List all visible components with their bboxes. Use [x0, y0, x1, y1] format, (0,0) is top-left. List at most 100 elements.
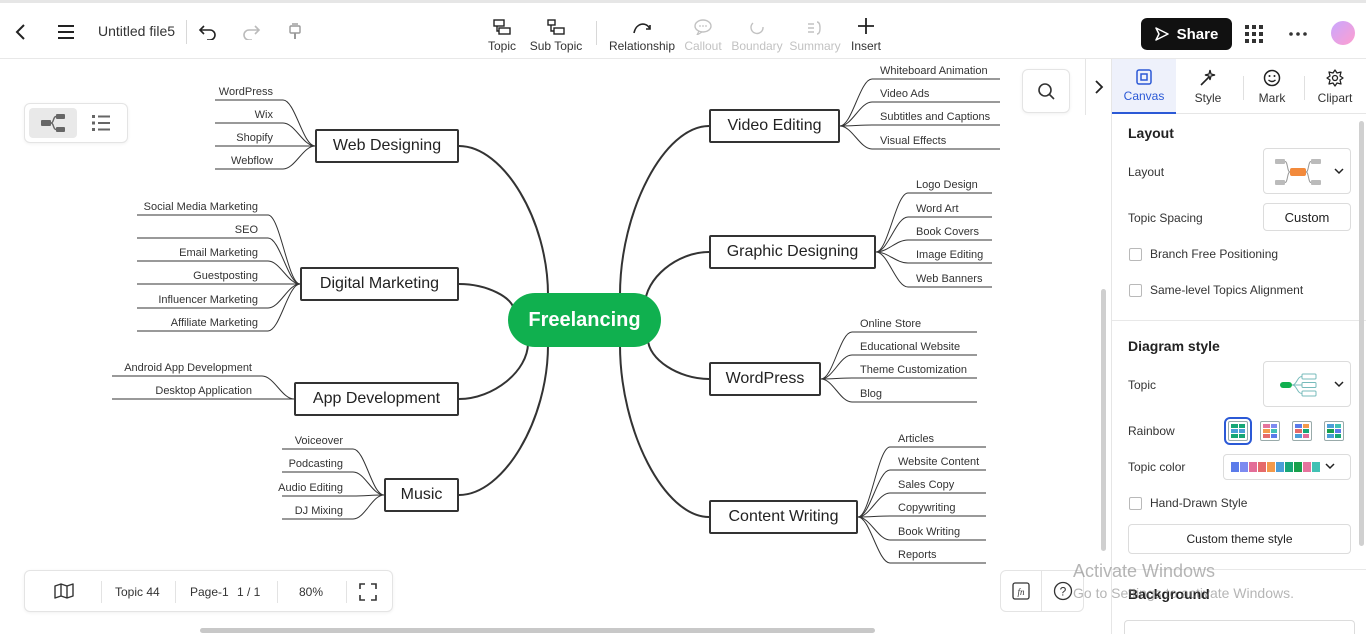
boundary-icon [749, 13, 765, 35]
connector-line [875, 192, 909, 253]
subtopic-item[interactable]: Copywriting [898, 502, 956, 514]
subtopic-item[interactable]: Video Ads [880, 88, 930, 100]
vertical-scrollbar[interactable] [1101, 289, 1106, 551]
right-main-topic[interactable]: Content Writing [709, 500, 858, 534]
topic-color-dropdown[interactable] [1223, 454, 1351, 480]
page-name[interactable]: Page-1 [190, 585, 229, 599]
rainbow-option[interactable] [1292, 421, 1312, 441]
custom-theme-button[interactable]: Custom theme style [1128, 524, 1351, 554]
tab-canvas[interactable]: Canvas [1112, 59, 1176, 114]
subtopic-item[interactable]: Guestposting [193, 270, 258, 282]
topic-spacing-button[interactable]: Custom [1263, 203, 1351, 231]
left-main-topic[interactable]: Music [384, 478, 459, 512]
mindmap-view-icon[interactable] [29, 108, 77, 138]
topic-style-dropdown[interactable] [1263, 361, 1351, 407]
subtopic-item[interactable]: Wix [254, 109, 273, 121]
subtopic-item[interactable]: DJ Mixing [294, 505, 343, 517]
help-icon[interactable]: ? [1042, 570, 1084, 612]
right-main-topic[interactable]: WordPress [709, 362, 821, 396]
boundary-tool[interactable]: Boundary [730, 13, 784, 53]
callout-tool[interactable]: Callout [683, 13, 723, 53]
right-main-topic[interactable]: Graphic Designing [709, 235, 876, 269]
subtopic-item[interactable]: Desktop Application [155, 385, 252, 397]
relationship-tool[interactable]: Relationship [607, 13, 677, 53]
subtopic-item[interactable]: Subtitles and Captions [880, 111, 991, 123]
horizontal-scrollbar[interactable] [200, 628, 875, 633]
subtopic-item[interactable]: Audio Editing [278, 482, 343, 494]
subtopic-item[interactable]: Podcasting [288, 458, 343, 470]
map-icon[interactable] [54, 583, 74, 602]
branch-free-checkbox[interactable] [1129, 248, 1142, 261]
center-topic[interactable]: Freelancing [508, 293, 661, 347]
tab-clipart[interactable]: Clipart [1303, 59, 1366, 114]
subtopic-item[interactable]: Book Writing [898, 526, 961, 538]
subtopic-tool[interactable]: Sub Topic [528, 13, 584, 53]
collapse-panel-button[interactable] [1085, 59, 1111, 115]
subtopic-item[interactable]: Educational Website [860, 341, 961, 353]
background-section-title: Background [1128, 586, 1210, 602]
subtopic-item[interactable]: Email Marketing [179, 247, 258, 259]
subtopic-item[interactable]: Visual Effects [880, 135, 947, 147]
subtopic-item[interactable]: Android App Development [124, 362, 252, 374]
subtopic-item[interactable]: Webflow [231, 155, 273, 167]
branch-free-label: Branch Free Positioning [1150, 247, 1279, 261]
subtopic-item[interactable]: Online Store [860, 318, 922, 330]
subtopic-item[interactable]: Website Content [898, 456, 980, 468]
same-level-checkbox[interactable] [1129, 284, 1142, 297]
avatar[interactable] [1331, 21, 1355, 45]
undo-icon[interactable] [193, 17, 223, 47]
format-painter-icon[interactable] [280, 17, 310, 47]
subtopic-item[interactable]: Logo Design [916, 179, 978, 191]
share-button[interactable]: Share [1141, 18, 1232, 50]
subtopic-item[interactable]: Articles [898, 433, 935, 445]
file-name[interactable]: Untitled file5 [98, 23, 176, 39]
outline-view-icon[interactable] [77, 108, 125, 138]
summary-tool[interactable]: Summary [788, 13, 842, 53]
left-main-topic[interactable]: Web Designing [315, 129, 459, 163]
subtopic-item[interactable]: Whiteboard Animation [880, 65, 988, 77]
subtopic-item[interactable]: Word Art [916, 203, 959, 215]
function-icon[interactable]: fn [1000, 570, 1042, 612]
rainbow-option[interactable] [1324, 421, 1344, 441]
subtopic-item[interactable]: WordPress [218, 86, 273, 98]
background-options[interactable] [1124, 620, 1355, 634]
subtopic-item[interactable]: Book Covers [916, 226, 979, 238]
connector-line [619, 344, 710, 518]
color-chip [1312, 462, 1320, 472]
chevron-down-icon [1334, 381, 1344, 388]
search-button[interactable] [1022, 69, 1070, 113]
apps-grid-icon[interactable] [1239, 19, 1269, 49]
rainbow-option[interactable] [1260, 421, 1280, 441]
redo-icon[interactable] [236, 17, 266, 47]
subtopic-item[interactable]: Theme Customization [860, 364, 967, 376]
subtopic-item[interactable]: Image Editing [916, 249, 984, 261]
subtopic-item[interactable]: Reports [898, 549, 937, 561]
subtopic-item[interactable]: Influencer Marketing [158, 294, 258, 306]
subtopic-item[interactable]: Sales Copy [898, 479, 955, 491]
topic-tool[interactable]: Topic [486, 13, 518, 53]
more-icon[interactable] [1283, 19, 1313, 49]
back-icon[interactable] [6, 17, 36, 47]
panel-scrollbar[interactable] [1359, 121, 1364, 546]
layout-dropdown[interactable] [1263, 148, 1351, 194]
hand-drawn-checkbox[interactable] [1129, 497, 1142, 510]
zoom-level[interactable]: 80% [299, 585, 324, 599]
fullscreen-icon[interactable] [359, 583, 377, 604]
menu-icon[interactable] [51, 17, 81, 47]
subtopic-item[interactable]: Shopify [236, 132, 273, 144]
subtopic-item[interactable]: Affiliate Marketing [170, 317, 258, 329]
tab-mark[interactable]: Mark [1240, 59, 1304, 114]
subtopic-item[interactable]: Social Media Marketing [143, 201, 258, 213]
subtopic-item[interactable]: Blog [860, 388, 883, 400]
left-main-topic[interactable]: Digital Marketing [300, 267, 459, 301]
right-main-topic[interactable]: Video Editing [709, 109, 840, 143]
insert-tool[interactable]: Insert [848, 13, 884, 53]
left-main-topic[interactable]: App Development [294, 382, 459, 416]
subtopic-item[interactable]: Voiceover [294, 435, 343, 447]
color-chip [1231, 462, 1239, 472]
tab-style[interactable]: Style [1176, 59, 1240, 114]
subtopic-item[interactable]: SEO [234, 224, 258, 236]
rainbow-option[interactable] [1224, 417, 1252, 445]
subtopic-item[interactable]: Web Banners [916, 273, 983, 285]
